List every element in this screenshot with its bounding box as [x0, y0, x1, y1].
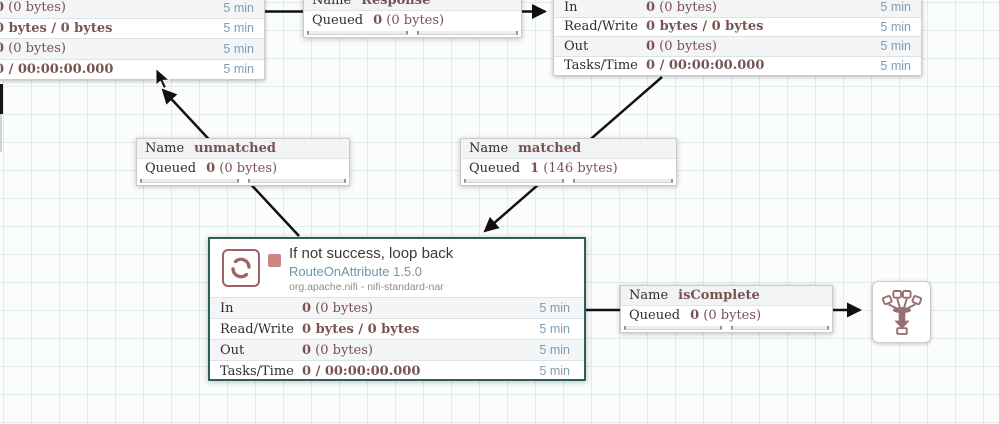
- processor-title: If not success, loop back: [289, 245, 454, 262]
- queue-count-bar: [464, 179, 564, 183]
- mouse-cursor: [155, 68, 171, 89]
- stats-value: 0 bytes / 0 bytes: [302, 321, 420, 337]
- queue-size-bar: [417, 31, 518, 35]
- stats-label: Out: [564, 38, 589, 54]
- queue-capacity-bars: [137, 178, 349, 185]
- stats-value: 0 (0 bytes): [0, 41, 66, 57]
- stats-window: 5 min: [880, 58, 911, 73]
- stats-window: 5 min: [223, 21, 254, 36]
- stopped-state-icon: [268, 254, 281, 267]
- stats-value: 0 bytes / 0 bytes: [0, 20, 113, 36]
- stats-row-readwrite: Read/Write 0 bytes / 0 bytes 5 min: [210, 318, 584, 339]
- connection-queued-row: Queued 0 (0 bytes): [145, 161, 278, 176]
- funnel-icon: [881, 290, 922, 335]
- queue-capacity-bars: [304, 30, 521, 37]
- stats-value: 0 (0 bytes): [646, 38, 717, 54]
- connection-label-matched[interactable]: Name matched Queued 1 (146 bytes): [460, 138, 677, 186]
- connection-label-response[interactable]: Name Response Queued 0 (0 bytes): [303, 0, 522, 38]
- stats-label: In: [564, 0, 578, 15]
- stats-row-readwrite: 0 bytes / 0 bytes 5 min: [0, 17, 264, 39]
- stats-row-taskstime: 0 / 00:00:00.000 5 min: [0, 58, 264, 80]
- processor-stats-top-left[interactable]: 0 (0 bytes) 5 min 0 bytes / 0 bytes 5 mi…: [0, 0, 265, 80]
- stats-window: 5 min: [539, 364, 570, 378]
- stats-window: 5 min: [880, 19, 911, 34]
- stats-label: Tasks/Time: [564, 58, 638, 74]
- connection-name-row: Name matched: [461, 139, 676, 159]
- stats-value: 0 (0 bytes): [302, 300, 373, 316]
- queue-size-bar: [247, 179, 346, 183]
- connection-name-row: Name isComplete: [621, 286, 832, 306]
- stats-value: 0 bytes / 0 bytes: [646, 19, 764, 35]
- stats-row-out: Out 0 (0 bytes) 5 min: [210, 339, 584, 360]
- connection-name-value: matched: [518, 141, 582, 156]
- connection-queued-row: Queued 0 (0 bytes): [312, 13, 445, 28]
- stats-row-out: 0 (0 bytes) 5 min: [0, 38, 264, 59]
- connection-name-value: Response: [361, 0, 431, 8]
- stats-row-in: 0 (0 bytes) 5 min: [0, 0, 264, 18]
- queue-count-bar: [307, 31, 408, 35]
- stats-window: 5 min: [539, 301, 570, 315]
- route-loop-icon: [222, 249, 260, 287]
- stats-row-taskstime: Tasks/Time 0 / 00:00:00.000 5 min: [210, 360, 584, 381]
- stats-label: Read/Write: [220, 321, 295, 337]
- processor-stats-top-right[interactable]: In 0 (0 bytes) 5 min Read/Write 0 bytes …: [553, 0, 922, 76]
- stats-window: 5 min: [880, 0, 911, 15]
- stats-row-taskstime: Tasks/Time 0 / 00:00:00.000 5 min: [554, 55, 921, 76]
- stats-window: 5 min: [223, 0, 254, 15]
- stats-value: 0 / 00:00:00.000: [0, 61, 114, 77]
- queue-count-bar: [624, 326, 722, 330]
- stats-value: 0 (0 bytes): [0, 0, 66, 16]
- stats-value: 0 (0 bytes): [302, 342, 373, 358]
- stats-value: 0 / 00:00:00.000: [302, 363, 421, 379]
- connection-name-row: Name Response: [304, 0, 521, 11]
- queue-size-bar: [573, 179, 673, 183]
- stats-row-readwrite: Read/Write 0 bytes / 0 bytes 5 min: [554, 16, 921, 37]
- processor-bundle: org.apache.nifi - nifi-standard-nar: [289, 281, 444, 293]
- queue-count-bar: [140, 179, 239, 183]
- connection-name-row: Name unmatched: [137, 139, 349, 159]
- stats-value: 0 (0 bytes): [646, 0, 717, 15]
- processor-type: RouteOnAttribute 1.5.0: [289, 264, 422, 279]
- stats-row-in: In 0 (0 bytes) 5 min: [554, 0, 921, 17]
- stats-window: 5 min: [880, 39, 911, 54]
- connection-label-iscomplete[interactable]: Name isComplete Queued 0 (0 bytes): [620, 285, 833, 333]
- queue-size-bar: [731, 326, 829, 330]
- connection-name-value: unmatched: [194, 141, 276, 156]
- stats-window: 5 min: [539, 322, 570, 336]
- stats-value: 0 / 00:00:00.000: [646, 58, 765, 74]
- processor-header: If not success, loop back RouteOnAttribu…: [210, 239, 584, 297]
- processor-route-on-attribute[interactable]: If not success, loop back RouteOnAttribu…: [208, 237, 586, 381]
- stats-window: 5 min: [223, 41, 254, 56]
- stats-row-in: In 0 (0 bytes) 5 min: [210, 297, 584, 318]
- stats-window: 5 min: [223, 62, 254, 77]
- connection-queued-row: Queued 1 (146 bytes): [469, 161, 618, 176]
- funnel-component[interactable]: [872, 281, 931, 343]
- connection-queued-row: Queued 0 (0 bytes): [629, 308, 762, 323]
- queue-capacity-bars: [461, 178, 676, 185]
- connection-name-value: isComplete: [678, 288, 760, 303]
- stats-label: Out: [220, 342, 245, 358]
- connection-label-unmatched[interactable]: Name unmatched Queued 0 (0 bytes): [136, 138, 350, 186]
- stats-label: In: [220, 300, 234, 316]
- queue-capacity-bars: [621, 325, 832, 332]
- stats-window: 5 min: [539, 343, 570, 357]
- stats-row-out: Out 0 (0 bytes) 5 min: [554, 36, 921, 56]
- processor-stats: In 0 (0 bytes) 5 min Read/Write 0 bytes …: [210, 297, 584, 381]
- stats-label: Read/Write: [564, 19, 639, 35]
- stats-label: Tasks/Time: [220, 363, 294, 379]
